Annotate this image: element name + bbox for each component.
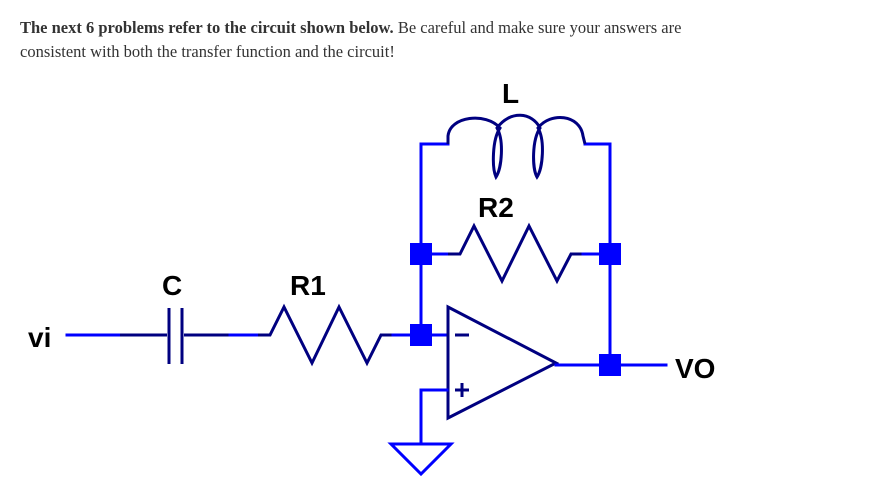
opamp: [446, 304, 560, 421]
resistor-R1: [258, 303, 393, 367]
ground-icon: [387, 442, 455, 477]
node-r2-left: [410, 243, 432, 265]
capacitor-C: [167, 308, 184, 364]
label-vi: vi: [28, 322, 51, 353]
intro-normal: Be careful and make sure your answers ar…: [20, 18, 682, 61]
resistor-R2: [448, 222, 583, 285]
wire-right-feedback: [583, 142, 612, 367]
label-R2: R2: [478, 192, 514, 223]
label-R1: R1: [290, 270, 326, 301]
node-inverting: [410, 324, 432, 346]
wire-left-feedback: [419, 142, 450, 337]
intro-bold: The next 6 problems refer to the circuit…: [20, 18, 394, 37]
problem-intro: The next 6 problems refer to the circuit…: [20, 16, 740, 64]
node-output: [599, 354, 621, 376]
inductor-L: [446, 113, 587, 181]
label-vo: VO: [675, 353, 715, 384]
label-L: L: [502, 78, 519, 109]
node-r2-right: [599, 243, 621, 265]
wire-ground: [419, 388, 449, 446]
label-C: C: [162, 270, 182, 301]
